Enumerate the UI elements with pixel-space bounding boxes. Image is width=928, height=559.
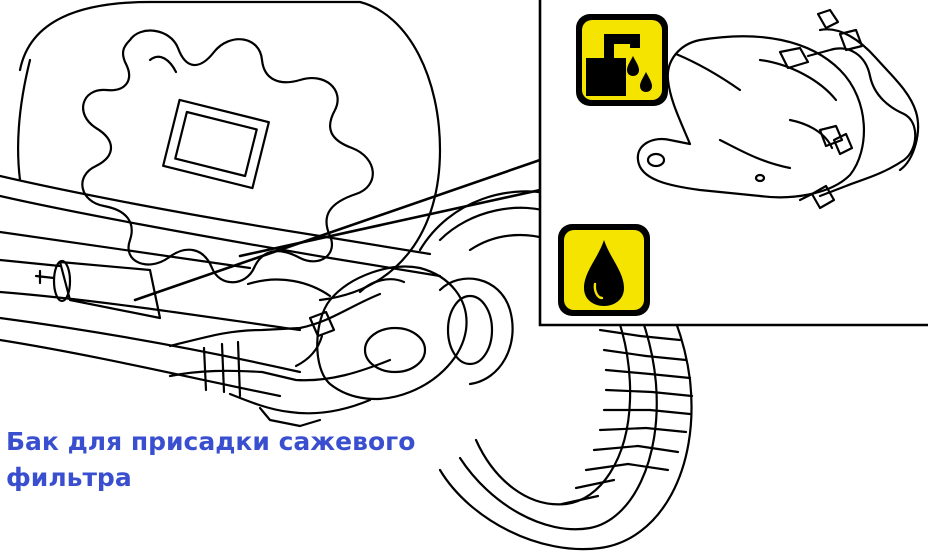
- caption-text: Бак для присадки сажевого фильтра: [6, 424, 446, 496]
- additive-tank: [34, 259, 162, 320]
- fuel-pipes: [798, 8, 920, 210]
- tank-bracket: [636, 35, 865, 199]
- fuel-refill-icon: [576, 14, 668, 106]
- rear-axle-assembly: [168, 265, 468, 428]
- caption-line-2: фильтра: [6, 463, 132, 492]
- oil-drop-icon: [558, 224, 650, 316]
- caption-line-1: Бак для присадки сажевого: [6, 427, 416, 456]
- underbody-pan: [81, 29, 374, 284]
- chassis-rails: [0, 174, 442, 398]
- spare-wheel-outline: [16, 0, 442, 302]
